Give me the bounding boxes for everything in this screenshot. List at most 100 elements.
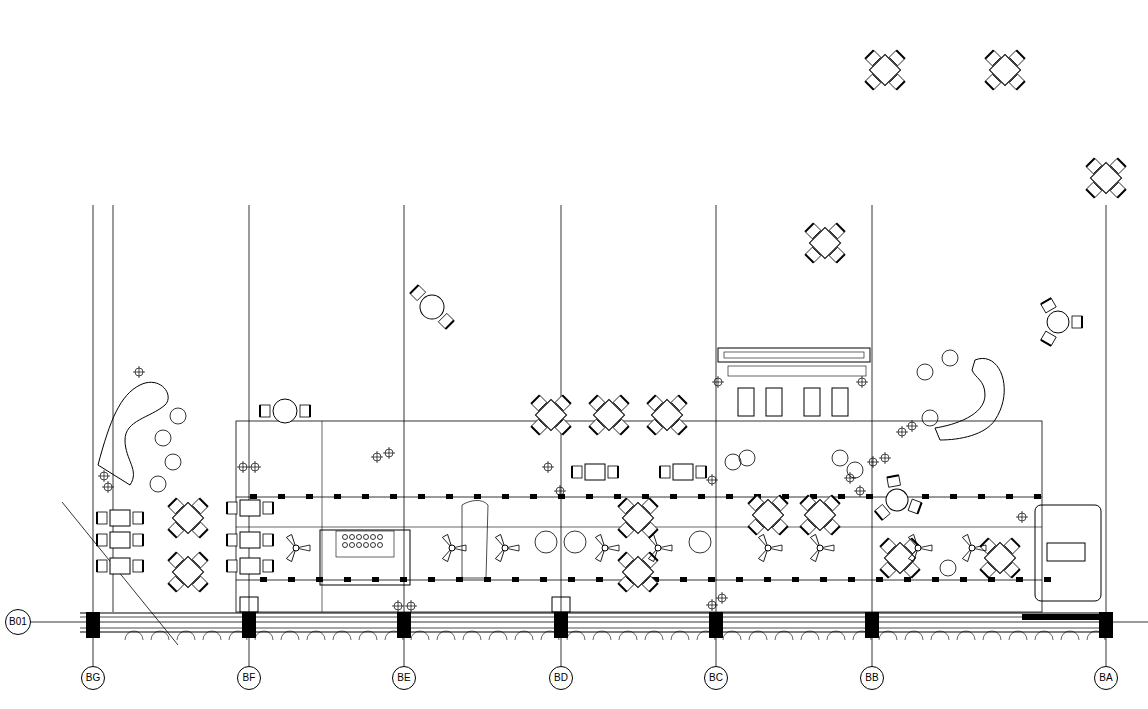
chair-back <box>1117 189 1125 197</box>
round-table <box>873 472 928 531</box>
light-marker <box>102 481 114 493</box>
ceiling-fan <box>286 534 310 561</box>
column <box>554 612 568 638</box>
chair-back <box>531 395 539 403</box>
table-top <box>809 227 840 258</box>
table-top <box>622 502 653 533</box>
stool <box>725 454 741 470</box>
chair <box>97 534 107 546</box>
chair-back <box>985 81 993 89</box>
table-four <box>794 212 856 274</box>
post <box>792 577 799 582</box>
planter <box>462 500 488 578</box>
table-top <box>673 464 693 480</box>
chair-seat <box>97 512 107 524</box>
light-marker <box>706 599 718 611</box>
wall-fixture <box>463 631 481 640</box>
grid-bubble: BB <box>860 666 884 690</box>
wall-fixture <box>671 631 689 640</box>
marker-cross <box>844 472 856 484</box>
wall-fixture <box>281 631 299 640</box>
chair-back <box>865 81 873 89</box>
table-four <box>520 384 582 446</box>
table-four <box>789 484 851 546</box>
post <box>932 577 939 582</box>
marker-cross <box>906 420 918 432</box>
table-top <box>415 290 449 324</box>
chair-back <box>1086 189 1094 197</box>
grid-label: BD <box>554 673 568 683</box>
chair-back <box>705 466 707 478</box>
marker-cross <box>392 600 404 612</box>
stool <box>832 450 848 466</box>
post <box>250 494 257 499</box>
chair-back <box>911 569 919 577</box>
post <box>530 494 537 499</box>
grid-label: BE <box>397 673 410 683</box>
marker-cross <box>249 461 261 473</box>
chair-back <box>678 395 686 403</box>
wall-fixture <box>645 631 663 640</box>
light-marker <box>392 600 404 612</box>
ceiling-fan <box>962 534 986 561</box>
light-marker <box>854 485 866 497</box>
wall-fixture <box>801 631 819 640</box>
column <box>397 612 411 638</box>
post <box>820 577 827 582</box>
marker-cross <box>1016 511 1028 523</box>
table-four <box>974 39 1036 101</box>
post <box>960 577 967 582</box>
chair-seat <box>660 466 670 478</box>
wall-fixture <box>255 631 273 640</box>
chair <box>908 499 922 514</box>
chair-back <box>896 81 904 89</box>
chair-back <box>647 426 655 434</box>
chair-seat <box>572 466 582 478</box>
chair-back <box>748 526 756 534</box>
stool <box>378 535 383 540</box>
chair-back <box>309 405 311 417</box>
chair-back <box>445 320 453 328</box>
marker-cross <box>856 376 868 388</box>
grid-label: B01 <box>9 617 27 627</box>
display-table <box>320 530 410 585</box>
post <box>390 494 397 499</box>
stool <box>165 454 181 470</box>
post <box>596 577 603 582</box>
chair-back <box>618 498 626 506</box>
marker-cross <box>133 366 145 378</box>
chair-back <box>199 552 207 560</box>
fan-hub <box>817 545 823 551</box>
chair-seat <box>608 466 618 478</box>
wall-fixture <box>1035 631 1053 640</box>
post <box>876 577 883 582</box>
light-marker <box>383 447 395 459</box>
post <box>288 577 295 582</box>
grid-line <box>1106 205 1107 666</box>
ceiling-fan <box>758 534 782 561</box>
wall-fixture <box>957 631 975 640</box>
wall-fixture <box>411 631 429 640</box>
stool <box>739 450 755 466</box>
chair <box>263 560 273 572</box>
round-table <box>260 399 310 423</box>
chair-back <box>748 495 756 503</box>
display-inner <box>336 531 394 557</box>
table-top <box>752 499 783 530</box>
bar-stool <box>804 388 820 416</box>
table-four <box>737 484 799 546</box>
ceiling-fan <box>648 534 672 561</box>
wall-fixture <box>749 631 767 640</box>
counter <box>718 348 870 362</box>
table-top <box>273 399 297 423</box>
post <box>372 577 379 582</box>
booth-table <box>572 464 618 480</box>
light-marker <box>716 592 728 604</box>
booth-table <box>660 464 706 480</box>
table-four <box>869 527 931 589</box>
chair <box>887 475 901 487</box>
chair-seat <box>300 405 310 417</box>
chair-back <box>226 502 228 514</box>
chair-seat <box>227 560 237 572</box>
